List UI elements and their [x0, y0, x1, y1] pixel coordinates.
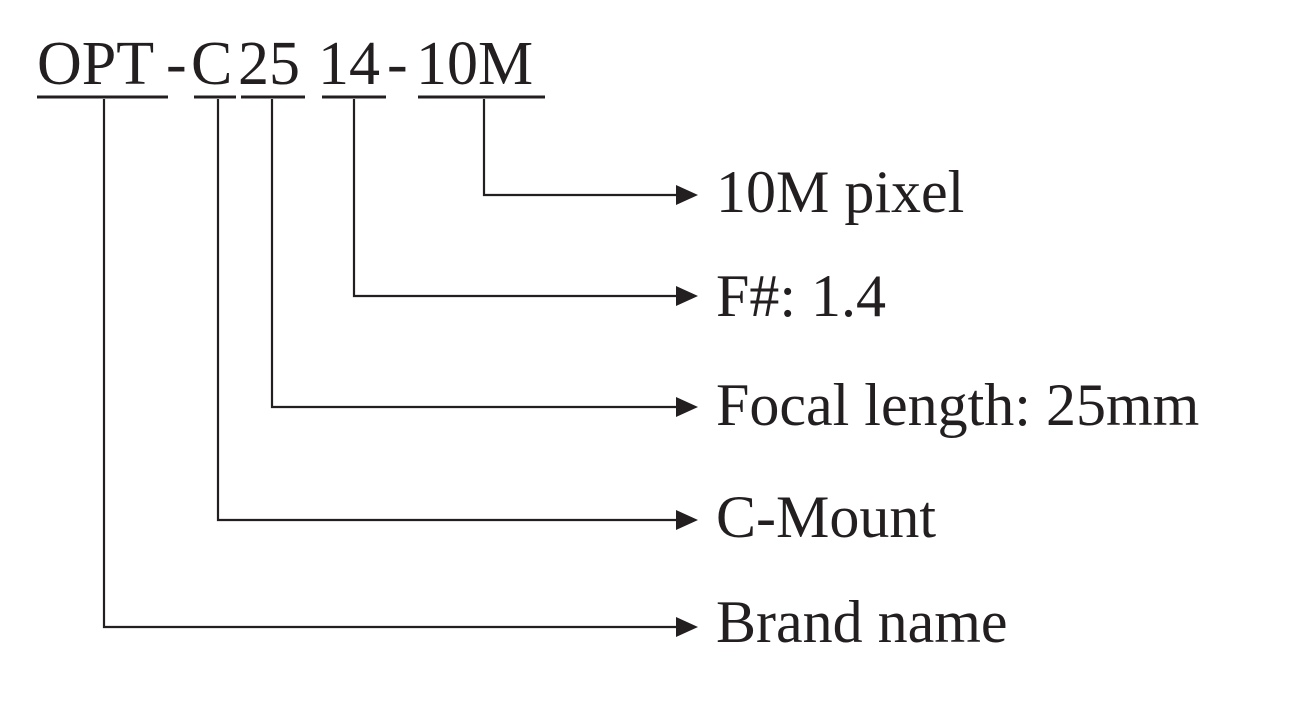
code-segment-mount: C [191, 30, 232, 98]
leader-line-mount [216, 99, 680, 522]
description-mount: C-Mount [716, 484, 936, 550]
leader-lines [102, 99, 680, 629]
leader-line-brand [102, 99, 680, 629]
code-segment-brand: OPT [37, 30, 154, 98]
arrowheads [676, 185, 698, 637]
leader-line-fnum [352, 99, 680, 298]
code-segment-fnum: 14 [318, 30, 380, 98]
code-segment-pixel: 10M [416, 30, 533, 98]
code-segment-focal: 25 [238, 30, 300, 98]
description-fnum: F#: 1.4 [716, 263, 886, 329]
description-brand: Brand name [716, 589, 1008, 655]
description-focal: Focal length: 25mm [716, 372, 1199, 438]
arrowhead-fnum [676, 286, 698, 306]
arrowhead-pixel [676, 185, 698, 205]
descriptions: 10M pixel F#: 1.4 Focal length: 25mm C-M… [716, 159, 1199, 655]
leader-line-pixel [482, 99, 680, 197]
arrowhead-mount [676, 510, 698, 530]
arrowhead-focal [676, 397, 698, 417]
code-separator-2: - [387, 30, 408, 98]
model-code: OPT - C 25 14 - 10M [37, 30, 533, 98]
description-pixel: 10M pixel [716, 159, 964, 225]
arrowhead-brand [676, 617, 698, 637]
leader-line-focal [270, 99, 680, 409]
code-separator-1: - [166, 30, 187, 98]
